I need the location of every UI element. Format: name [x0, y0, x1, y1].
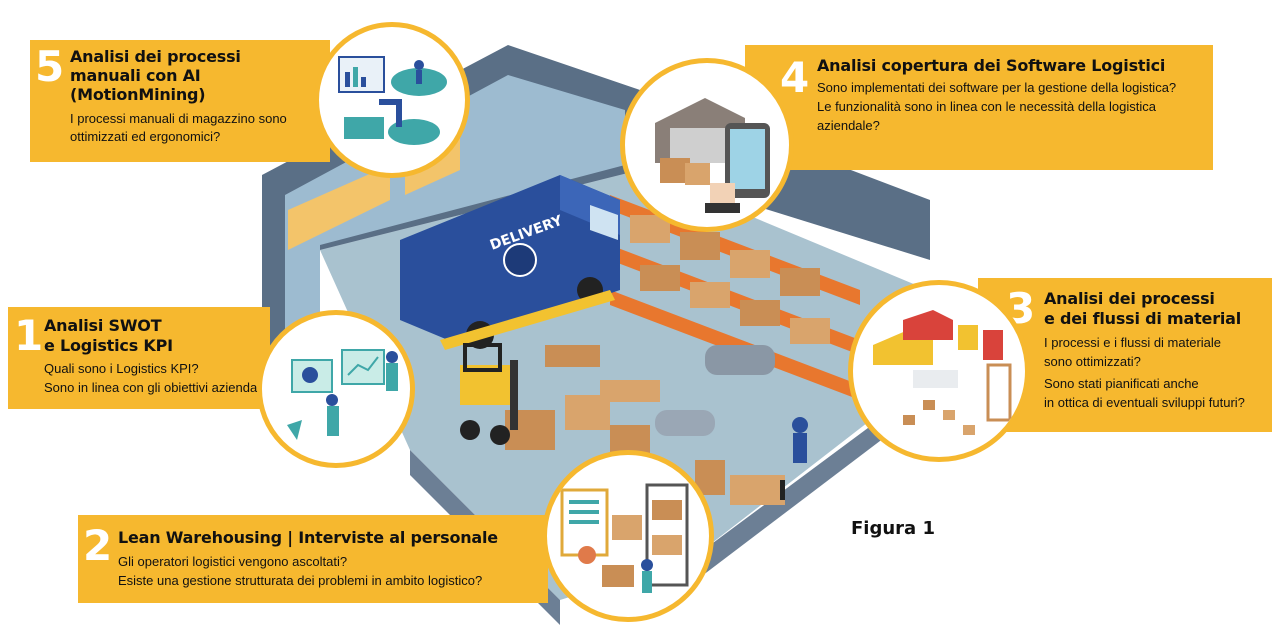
panel-5-title-line: manuali con AI: [70, 66, 201, 85]
panel-3-body-line: Sono stati pianificati anche: [1044, 376, 1199, 391]
panel-1-title-line: e Logistics KPI: [44, 336, 173, 355]
illustration-motion-mining: [314, 22, 470, 178]
illustration-swot-kpi: [257, 310, 415, 468]
panel-1-title-line: Analisi SWOT: [44, 316, 162, 335]
pipes: [655, 345, 775, 436]
panel-3-body-line: in ottica di eventuali sviluppi futuri?: [1044, 395, 1245, 410]
panel-5-body-line: I processi manuali di magazzino sono: [70, 111, 287, 126]
figure-label: Figura 1: [851, 518, 935, 539]
panel-2-body-line: Gli operatori logistici vengono ascoltat…: [118, 554, 348, 569]
panel-3-body-line: sono ottimizzati?: [1044, 354, 1141, 369]
hazard-stripe: [440, 290, 615, 350]
panel-5-body-line: ottimizzati ed ergonomici?: [70, 129, 221, 144]
panel-4-title-line: Analisi copertura dei Software Logistici: [817, 56, 1166, 75]
panel-3-title-line: Analisi dei processi: [1044, 289, 1215, 308]
panel-2-body-line: Esiste una gestione strutturata dei prob…: [118, 573, 483, 588]
panel-5-title-line: (MotionMining): [70, 85, 206, 104]
warehouse-window-left: [288, 165, 390, 250]
panel-4: 4 Analisi copertura dei Software Logisti…: [745, 45, 1213, 170]
illustration-lean-warehousing: [542, 450, 714, 622]
forklift: [460, 343, 518, 445]
panel-1-number: 1: [14, 311, 44, 360]
panel-3-body-line: I processi e i flussi di materiale: [1044, 335, 1222, 350]
panel-1-body-line: Sono in linea con gli obiettivi aziendal…: [44, 380, 271, 395]
panel-5: 5 Analisi dei processi manuali con AI (M…: [30, 40, 330, 162]
panel-5-number: 5: [35, 42, 65, 91]
panel-2: 2 Lean Warehousing | Interviste al perso…: [78, 515, 548, 603]
panel-5-title-line: Analisi dei processi: [70, 47, 241, 66]
panel-4-body-line: aziendale?: [817, 118, 880, 133]
panel-3-title-line: e dei flussi di material: [1044, 309, 1242, 328]
pallets: [505, 345, 785, 505]
panel-1: 1 Analisi SWOT e Logistics KPI Quali son…: [8, 307, 270, 409]
panel-4-number: 4: [780, 53, 810, 102]
illustration-material-flows: [848, 280, 1030, 462]
panel-2-number: 2: [83, 521, 113, 570]
panel-2-title-line: Lean Warehousing | Interviste al persona…: [118, 528, 498, 547]
panel-4-body-line: Sono implementati dei software per la ge…: [817, 80, 1177, 95]
panel-4-body-line: Le funzionalità sono in linea con le nec…: [817, 99, 1156, 114]
illustration-logistics-software: [620, 58, 794, 232]
worker: [780, 417, 808, 500]
panel-1-body-line: Quali sono i Logistics KPI?: [44, 361, 199, 376]
